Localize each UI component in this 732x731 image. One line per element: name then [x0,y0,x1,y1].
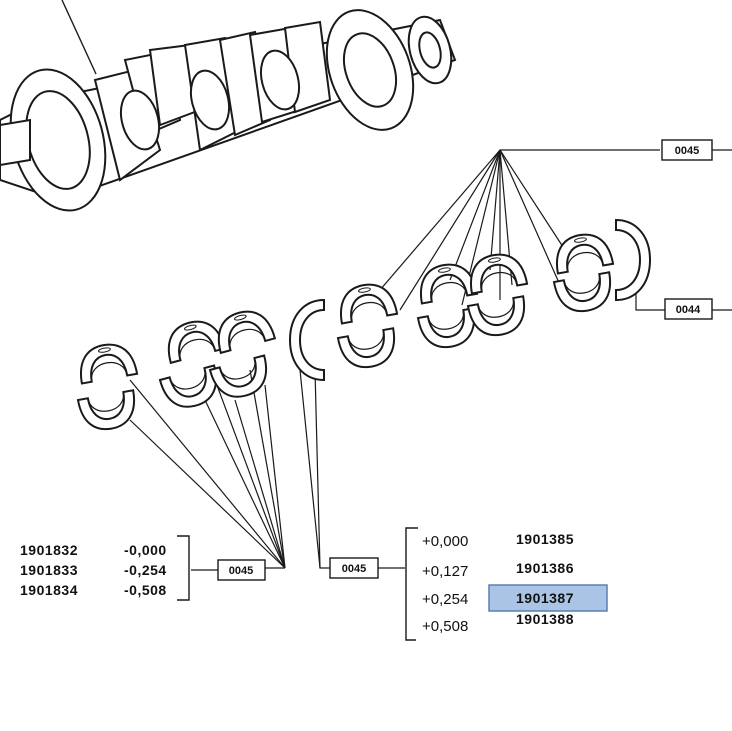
callout-bottom-center: 0045 [329,557,379,579]
thrust-row-1-part: 1901833 [20,562,78,578]
crankshaft-illustration [0,0,457,212]
thrust-row-1-size: -0,254 [124,562,167,578]
main-row-3-part: 1901388 [516,611,574,627]
svg-text:0044: 0044 [676,304,701,316]
callout-top-right: 0045 [661,139,713,161]
svg-text:0045: 0045 [342,563,366,575]
main-bearing-table: +0,000 1901385 +0,127 1901386 +0,254 190… [405,527,608,641]
main-row-3-size: +0,508 [422,618,468,635]
main-row-0-part: 1901385 [516,531,574,547]
svg-text:0045: 0045 [675,145,699,157]
main-row-2-part: 1901387 [516,590,574,606]
highlight-box [488,584,608,612]
svg-text:0045: 0045 [229,565,253,577]
main-row-1-part: 1901386 [516,560,574,576]
thrust-row-0-size: -0,000 [124,542,167,558]
bearing-shells [75,219,651,435]
main-row-0-size: +0,000 [422,533,468,550]
main-row-1-size: +0,127 [422,563,468,580]
thrust-row-2-part: 1901834 [20,582,78,598]
leader-lines [129,149,732,571]
thrust-row-0-part: 1901832 [20,542,78,558]
main-row-2-size: +0,254 [422,591,468,608]
callout-mid-right: 0044 [664,298,713,320]
callout-bottom-left: 0045 [217,559,266,581]
thrust-washer-table: 1901832 -0,000 1901833 -0,254 1901834 -0… [20,535,190,601]
thrust-row-2-size: -0,508 [124,582,167,598]
